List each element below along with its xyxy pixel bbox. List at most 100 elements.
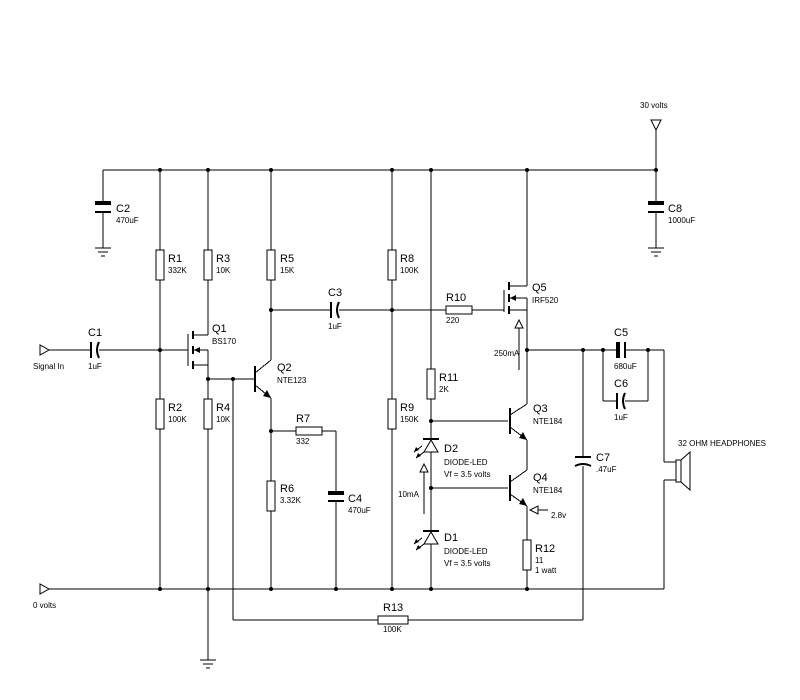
supply-30v-terminal: 30 volts bbox=[640, 101, 668, 132]
svg-text:1uF: 1uF bbox=[328, 322, 342, 331]
svg-text:R4: R4 bbox=[216, 402, 230, 414]
ground-icon bbox=[200, 659, 216, 669]
capacitor-c2: C2 470uF bbox=[95, 201, 139, 225]
svg-text:11: 11 bbox=[535, 556, 544, 565]
ground-icon bbox=[95, 247, 111, 257]
svg-text:R9: R9 bbox=[400, 402, 414, 414]
svg-text:100K: 100K bbox=[168, 415, 187, 424]
svg-text:C5: C5 bbox=[614, 327, 628, 339]
svg-text:R1: R1 bbox=[168, 253, 182, 265]
svg-text:R12: R12 bbox=[535, 543, 555, 555]
svg-text:470uF: 470uF bbox=[348, 506, 371, 515]
resistor-r12: R12 11 1 watt bbox=[522, 539, 557, 575]
speaker-icon: 32 OHM HEADPHONES bbox=[675, 439, 766, 492]
svg-text:.47uF: .47uF bbox=[596, 465, 617, 474]
svg-text:Q5: Q5 bbox=[532, 282, 547, 294]
svg-text:250mA: 250mA bbox=[494, 349, 520, 358]
current-arrow-q5: 250mA bbox=[494, 318, 524, 370]
svg-text:Q3: Q3 bbox=[533, 403, 548, 415]
resistor-r7: R7 332 bbox=[295, 413, 323, 446]
capacitor-c8: C8 1000uF bbox=[648, 201, 695, 225]
svg-text:R8: R8 bbox=[400, 253, 414, 265]
svg-text:1uF: 1uF bbox=[614, 413, 628, 422]
svg-text:1uF: 1uF bbox=[88, 362, 102, 371]
npn-transistor-q4: Q4 NTE184 bbox=[509, 469, 563, 507]
svg-text:Q2: Q2 bbox=[277, 362, 292, 374]
svg-text:C4: C4 bbox=[348, 493, 362, 505]
resistor-r4: R4 10K bbox=[203, 398, 231, 430]
svg-text:R2: R2 bbox=[168, 402, 182, 414]
svg-text:C1: C1 bbox=[88, 327, 102, 339]
junction-dots bbox=[158, 168, 658, 591]
svg-text:C3: C3 bbox=[328, 287, 342, 299]
svg-text:150K: 150K bbox=[400, 415, 419, 424]
svg-text:DIODE-LED: DIODE-LED bbox=[444, 458, 488, 467]
svg-text:R10: R10 bbox=[446, 292, 466, 304]
svg-text:BS170: BS170 bbox=[212, 337, 237, 346]
resistor-r9: R9 150K bbox=[387, 398, 419, 430]
svg-text:C6: C6 bbox=[614, 378, 628, 390]
resistor-r11: R11 2K bbox=[426, 368, 458, 400]
capacitor-c4: C4 470uF bbox=[328, 491, 371, 515]
svg-text:2.8v: 2.8v bbox=[551, 511, 566, 520]
svg-text:NTE123: NTE123 bbox=[277, 376, 307, 385]
resistor-r10: R10 220 bbox=[445, 292, 473, 325]
svg-text:C7: C7 bbox=[596, 452, 610, 464]
capacitor-c7: C7 .47uF bbox=[574, 452, 617, 474]
ground-icon bbox=[648, 247, 664, 257]
svg-text:R13: R13 bbox=[383, 602, 403, 614]
zero-volt-terminal: 0 volts bbox=[33, 583, 56, 610]
resistor-r1: R1 332K bbox=[155, 249, 187, 281]
resistor-r13: R13 100K bbox=[377, 602, 409, 634]
current-arrow-led: 10mA bbox=[398, 462, 429, 514]
svg-text:R11: R11 bbox=[439, 372, 458, 384]
svg-text:1 watt: 1 watt bbox=[535, 566, 557, 575]
svg-text:R3: R3 bbox=[216, 253, 230, 265]
svg-text:100K: 100K bbox=[400, 266, 419, 275]
svg-text:NTE184: NTE184 bbox=[533, 417, 563, 426]
svg-text:2K: 2K bbox=[439, 385, 449, 394]
svg-text:D1: D1 bbox=[444, 532, 458, 544]
svg-text:R6: R6 bbox=[280, 483, 294, 495]
npn-transistor-q3: Q3 NTE184 bbox=[509, 403, 563, 441]
svg-text:100K: 100K bbox=[383, 625, 402, 634]
svg-text:Q4: Q4 bbox=[533, 472, 548, 484]
svg-text:680uF: 680uF bbox=[614, 362, 637, 371]
resistor-r8: R8 100K bbox=[387, 249, 419, 281]
resistor-r5: R5 15K bbox=[266, 249, 295, 281]
svg-text:220: 220 bbox=[446, 316, 460, 325]
led-d2: D2 DIODE-LED Vf = 3.5 volts bbox=[413, 438, 490, 479]
zero-volt-label: 0 volts bbox=[33, 601, 56, 610]
npn-transistor-q2: Q2 NTE123 bbox=[254, 359, 307, 399]
svg-text:3.32K: 3.32K bbox=[280, 496, 302, 505]
svg-text:NTE184: NTE184 bbox=[533, 486, 563, 495]
svg-text:C2: C2 bbox=[116, 203, 130, 215]
svg-text:10K: 10K bbox=[216, 415, 231, 424]
svg-text:C8: C8 bbox=[668, 203, 682, 215]
supply-30v-label: 30 volts bbox=[640, 101, 668, 110]
svg-text:470uF: 470uF bbox=[116, 216, 139, 225]
svg-text:Q1: Q1 bbox=[212, 323, 227, 335]
led-d1: D1 DIODE-LED Vf = 3.5 volts bbox=[413, 530, 490, 568]
svg-text:10K: 10K bbox=[216, 266, 231, 275]
svg-text:332: 332 bbox=[296, 437, 310, 446]
svg-text:10mA: 10mA bbox=[398, 490, 420, 499]
svg-text:D2: D2 bbox=[444, 443, 458, 455]
svg-text:Vf = 3.5 volts: Vf = 3.5 volts bbox=[444, 559, 490, 568]
resistor-r2: R2 100K bbox=[155, 398, 187, 430]
svg-text:DIODE-LED: DIODE-LED bbox=[444, 547, 488, 556]
svg-text:IRF520: IRF520 bbox=[532, 296, 559, 305]
voltage-arrow-q4: 2.8v bbox=[528, 505, 566, 520]
mosfet-q1: Q1 BS170 bbox=[187, 323, 237, 369]
mosfet-q5: Q5 IRF520 bbox=[503, 282, 559, 314]
svg-text:332K: 332K bbox=[168, 266, 187, 275]
signal-in-terminal: Signal In bbox=[33, 344, 64, 371]
resistor-r6: R6 3.32K bbox=[266, 480, 302, 512]
headphones-label: 32 OHM HEADPHONES bbox=[678, 439, 766, 448]
svg-text:R5: R5 bbox=[280, 253, 294, 265]
capacitor-c1: C1 1uF bbox=[88, 327, 102, 371]
svg-text:1000uF: 1000uF bbox=[668, 216, 695, 225]
wires bbox=[44, 126, 676, 660]
svg-text:Vf = 3.5 volts: Vf = 3.5 volts bbox=[444, 470, 490, 479]
